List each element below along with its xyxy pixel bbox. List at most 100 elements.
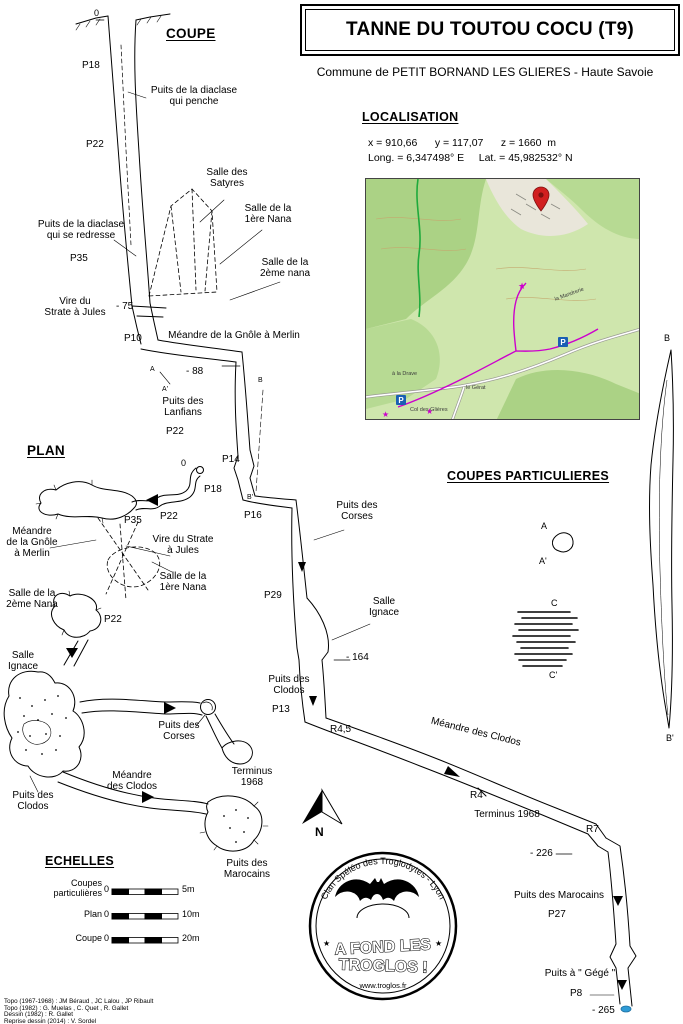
coupe-puits-clodos: Puits des Clodos [268, 674, 310, 697]
detail-sections-drawing [512, 532, 579, 667]
coordinates-line2: Long. = 6,347498° E Lat. = 45,982532° N [368, 152, 573, 164]
heading-coupe: COUPE [166, 26, 216, 41]
profile-b-b-drawing [649, 349, 674, 729]
coupe-meandre-gnole: Méandre de la Gnôle à Merlin [168, 330, 300, 341]
parking-icon: P [558, 337, 568, 347]
map-label-gerat: le Gérat [466, 385, 486, 391]
scale-row-coupe: Coupe [75, 933, 102, 943]
coupe-depth-0: 0 [94, 8, 100, 18]
svg-text:P: P [398, 396, 404, 405]
scale-row-plan: Plan [83, 909, 102, 919]
logo-slogan-line1: A FOND LES [334, 936, 431, 958]
credit-line-reprise: Reprise dessin (2014) : V. Sordel [4, 1018, 97, 1024]
plan-p22b: P22 [104, 614, 122, 625]
coupe-puits-gege: Puits à " Gégé " [544, 968, 616, 979]
scale-zero: 0 [104, 884, 110, 894]
north-arrow-icon [302, 788, 343, 825]
coupe-cross-section [75, 13, 637, 1013]
map-pin-icon [532, 186, 550, 212]
coupe-puits-marocains: Puits des Marocains [513, 890, 605, 901]
credit-line-dessin: Dessin (1982) : R. Gallet [4, 1011, 73, 1019]
credit-line-topo-1967: Topo (1967-1968) : JM Béraud , JC Lalou … [4, 998, 154, 1005]
plan-drawing [3, 466, 269, 852]
scale-max-20m: 20m [182, 933, 200, 943]
plan-salle-2eme-nana: Salle de la 2ème Nana [6, 588, 58, 611]
section-a-prime-label: A' [539, 556, 547, 566]
scale-max-10m: 10m [182, 909, 200, 919]
coupe-section-a: A [150, 366, 155, 373]
logo-url: www.troglos.fr [358, 981, 407, 990]
cave-star-icon: ★ [426, 407, 433, 416]
terminal-pool-water [620, 1005, 632, 1013]
plan-puits-corses: Puits des Corses [158, 720, 200, 743]
plan-terminus-1968: Terminus 1968 [231, 766, 273, 789]
coupe-salle-satyres: Salle des Satyres [206, 167, 248, 190]
flow-arrows [66, 494, 627, 990]
coupe-depth-164: - 164 [346, 652, 369, 663]
star-icon: ★ [323, 939, 330, 948]
plan-p35: P35 [124, 515, 142, 526]
plan-meandre-clodos: Méandre des Clodos [106, 770, 158, 793]
bat-icon [335, 878, 419, 919]
coupe-terminus-1968: Terminus 1968 [474, 809, 540, 820]
scale-bars [111, 888, 179, 944]
plan-p22a: P22 [160, 511, 178, 522]
page-title: TANNE DU TOUTOU COCU (T9) [346, 19, 634, 40]
logo-slogan-line2: TROGLOS ! [338, 956, 427, 976]
north-label: N [315, 825, 324, 839]
coupe-salle-ignace: Salle Ignace [368, 596, 400, 619]
coupe-p14: P14 [222, 454, 240, 465]
heading-localisation: LOCALISATION [362, 110, 459, 124]
coupe-p27: P27 [548, 909, 566, 920]
map-label-drave: à la Drave [392, 371, 418, 377]
coupe-section-a-prime: A' [162, 386, 169, 393]
plan-salle-ignace: Salle Ignace [7, 650, 39, 673]
star-icon: ★ [435, 939, 442, 948]
profile-b-prime-label: B' [666, 733, 674, 743]
coupe-depth-75: - 75 [116, 301, 134, 312]
subtitle: Commune de PETIT BORNAND LES GLIERES - H… [316, 65, 654, 79]
stipple-texture [17, 695, 249, 843]
credits-block: Topo (1967-1968) : JM Béraud , JC Lalou … [4, 998, 154, 1024]
plan-meandre-gnole: Méandre de la Gnôle à Merlin [6, 526, 58, 560]
coupe-vire-strate: Vire du Strate à Jules [44, 296, 106, 319]
cave-star-icon: ★ [518, 281, 526, 291]
coupe-puits-diaclase-penche: Puits de la diaclase qui penche [150, 85, 238, 108]
coupe-puits-corses: Puits des Corses [336, 500, 378, 523]
coupe-puits-diaclase-redresse: Puits de la diaclase qui se redresse [37, 219, 125, 242]
coupe-salle-1ere-nana: Salle de la 1ère Nana [244, 203, 292, 226]
coupe-p10: P10 [124, 333, 142, 344]
coupe-section-b-prime: B' [247, 494, 254, 501]
section-a-label: A [541, 521, 548, 531]
club-logo: Clan Spéléo des Troglodytes - Lyon ★ ★ A… [308, 851, 458, 1001]
coupe-p18: P18 [82, 60, 100, 71]
coupe-p35: P35 [70, 253, 88, 264]
coupe-section-b: B [258, 377, 263, 384]
cave-star-icon: ★ [382, 410, 389, 419]
scale-max-5m: 5m [182, 884, 195, 894]
coupe-puits-lanfians: Puits des Lanfians [162, 396, 204, 419]
scale-zero: 0 [104, 909, 110, 919]
plan-p18: P18 [204, 484, 222, 495]
coupe-salle-2eme-nana: Salle de la 2ème nana [259, 257, 311, 280]
coupe-depth-265: - 265 [592, 1005, 615, 1016]
svg-text:P: P [560, 338, 566, 347]
coupe-depth-226: - 226 [530, 848, 553, 859]
title-box: TANNE DU TOUTOU COCU (T9) [300, 4, 680, 56]
heading-coupes-particulieres: COUPES PARTICULIERES [447, 469, 610, 483]
plan-puits-clodos: Puits des Clodos [12, 790, 54, 813]
coupe-r45: R4,5 [330, 724, 352, 735]
coupe-depth-88: - 88 [186, 366, 204, 377]
plan-puits-marocains: Puits des Marocains [223, 858, 271, 881]
plan-depth-0: 0 [181, 458, 187, 468]
plan-salle-1ere-nana: Salle de la 1ère Nana [159, 571, 207, 594]
profile-b-label: B [664, 333, 671, 343]
coupe-p16: P16 [244, 510, 262, 521]
coupe-p22a: P22 [86, 139, 104, 150]
heading-plan: PLAN [27, 443, 65, 458]
coupe-r7: R7 [586, 824, 599, 835]
credit-line-topo-1982: Topo (1982) : G. Muelas , C. Quet , R. G… [4, 1004, 129, 1012]
plan-vire-strate: Vire du Strate à Jules [152, 534, 214, 557]
